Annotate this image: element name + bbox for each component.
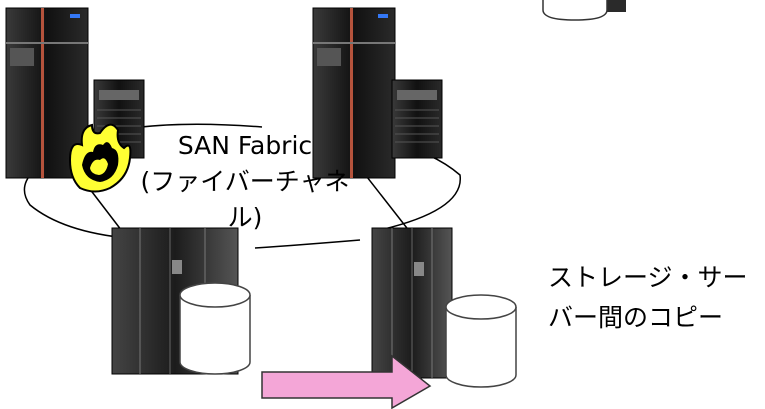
fire-icon [68,123,132,193]
top-disk-icon [542,0,626,21]
san-fabric-label-line3: ル) [227,203,263,232]
copy-description-label: ストレージ・サー バー間のコピー [548,258,763,338]
left-disk-icon [179,282,251,375]
san-fabric-label: SAN Fabric (ファイバーチャネ ル) [130,128,360,236]
right-disk-icon [445,294,517,388]
san-fabric-label-line2: (ファイバーチャネ [140,167,350,196]
san-fabric-label-line1: SAN Fabric [177,131,313,160]
copy-arrow-icon [261,354,432,409]
right-storage-server-icon [371,227,453,379]
right-host-server-icon [312,7,443,179]
copy-label-line1: ストレージ・サー [548,263,748,292]
copy-label-line2: バー間のコピー [548,303,724,332]
